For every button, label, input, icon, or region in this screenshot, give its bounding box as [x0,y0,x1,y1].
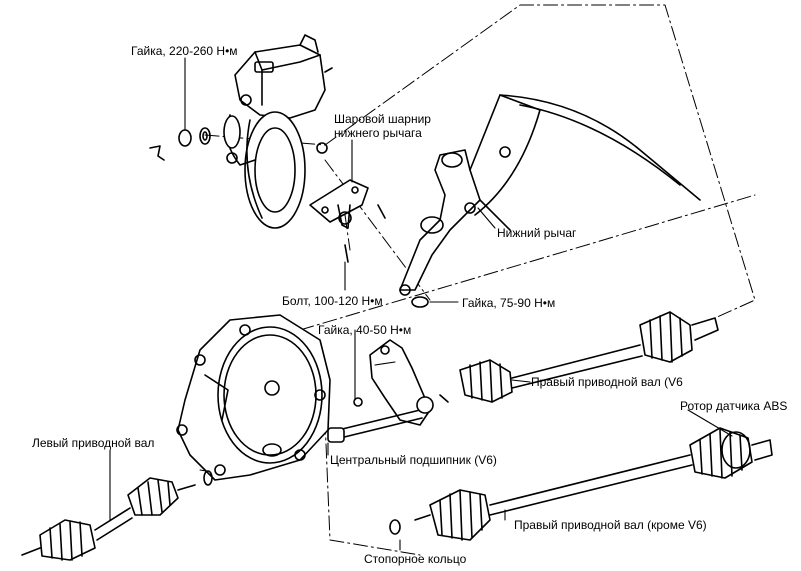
label-right-shaft-v6: Правый приводной вал (V6 [531,375,683,389]
left-drive-shaft [21,470,213,561]
label-nut-40-50: Гайка, 40-50 Н•м [318,323,412,337]
transmission-case [176,314,331,481]
lower-control-arm [399,94,701,308]
right-drive-shaft-v6 [459,311,719,403]
label-left-shaft: Левый приводной вал [32,436,155,450]
label-lower-arm: Нижний рычаг [497,226,577,240]
label-ball-joint-line1: Шаровой шарнир [334,112,431,126]
label-ball-joint-line2: нижнего рычага [334,126,422,140]
steering-knuckle-assembly [223,34,333,229]
label-nut-220-260: Гайка, 220-260 Н•м [131,44,238,58]
label-nut-75-90: Гайка, 75-90 Н•м [462,296,556,310]
label-right-shaft-non-v6: Правый приводной вал (кроме V6) [514,518,707,532]
label-bolt-100-120: Болт, 100-120 Н•м [282,294,383,308]
hub-nut-parts [149,127,211,161]
center-bearing-bracket [327,339,449,443]
label-center-bearing: Центральный подшипник (V6) [330,453,497,467]
label-abs-rotor: Ротор датчика ABS [680,399,788,413]
ball-joint-part [309,179,386,263]
right-drive-shaft-non-v6 [389,427,773,541]
label-retaining-ring: Стопорное кольцо [364,552,467,566]
leader-lines [109,57,733,551]
